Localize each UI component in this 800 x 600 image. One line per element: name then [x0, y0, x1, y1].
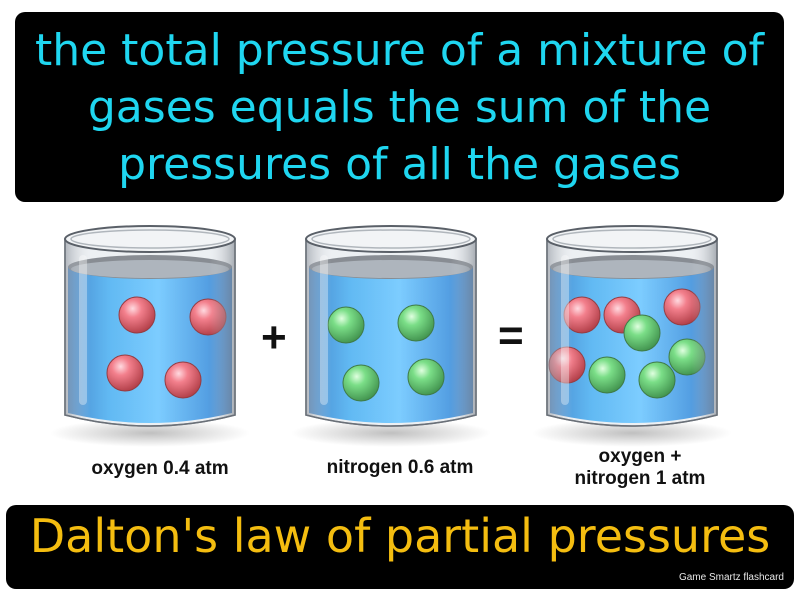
equals-sign: =	[498, 311, 524, 360]
mixture-label-line2: nitrogen 1 atm	[574, 468, 706, 489]
mixture-label-line1: oxygen +	[598, 446, 682, 467]
term-title: Dalton's law of partial pressures	[29, 509, 771, 563]
oxygen-beaker	[50, 225, 250, 447]
beakers-illustration	[50, 225, 732, 447]
term-panel: Dalton's law of partial pressures Game S…	[6, 505, 794, 589]
oxygen-beaker-label: oxygen 0.4 atm	[91, 458, 229, 479]
nitrogen-beaker-label: nitrogen 0.6 atm	[326, 457, 474, 478]
nitrogen-beaker	[291, 225, 491, 447]
definition-panel: the total pressure of a mixture of gases…	[15, 12, 784, 202]
brand-credit: Game Smartz flashcard	[678, 572, 784, 583]
mixture-beaker-label: oxygen + nitrogen 1 atm	[535, 446, 745, 490]
mixture-beaker	[532, 225, 732, 447]
illustration: + = oxygen 0.4 atm nitrogen 0.6 atm oxyg…	[0, 205, 800, 505]
definition-text: the total pressure of a mixture of gases…	[34, 24, 765, 190]
plus-sign: +	[261, 313, 287, 362]
